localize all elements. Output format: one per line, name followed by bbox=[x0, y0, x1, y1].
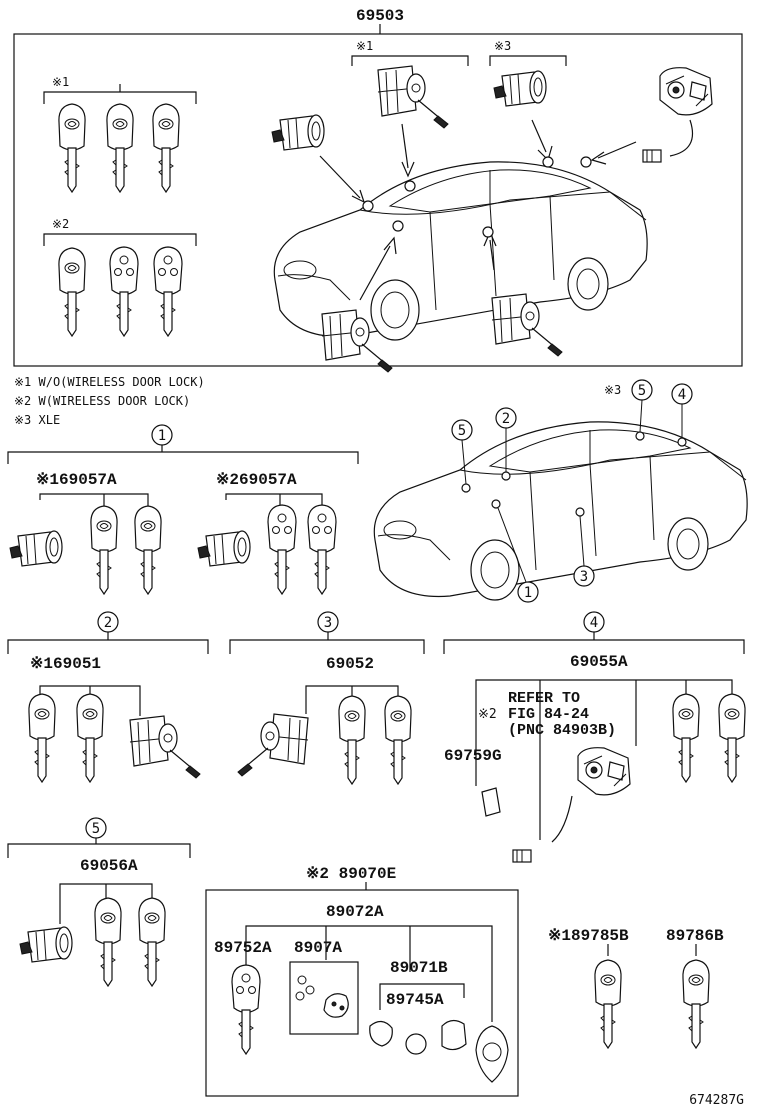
group-1-header: 1 bbox=[7, 424, 359, 464]
callout-4: 4 bbox=[671, 383, 693, 447]
button-set-icon bbox=[295, 975, 349, 1018]
part-number-69057A-w: ※269057A bbox=[216, 471, 297, 489]
svg-text:※3: ※3 bbox=[604, 383, 621, 397]
part-number-89072A: 89072A bbox=[326, 903, 384, 921]
connector-icon bbox=[512, 849, 532, 863]
refer-line-3: (PNC 84903B) bbox=[508, 722, 616, 739]
key-icon bbox=[718, 693, 746, 783]
key-icon bbox=[134, 505, 162, 595]
key-icon bbox=[682, 959, 710, 1049]
remote-key-icon bbox=[307, 504, 337, 595]
door-lock-cylinder-icon bbox=[237, 713, 309, 777]
ignition-switch-icon bbox=[659, 67, 713, 116]
key-icon bbox=[90, 505, 118, 595]
kit-frame bbox=[205, 889, 519, 1097]
svg-text:5: 5 bbox=[638, 383, 646, 399]
group-5-header: 5 bbox=[7, 817, 191, 858]
part-number-69056A: 69056A bbox=[80, 857, 138, 875]
svg-text:3: 3 bbox=[580, 569, 588, 585]
door-lock-cylinder-icon bbox=[491, 293, 563, 357]
part-number-89752A: 89752A bbox=[214, 939, 272, 957]
callout-5-xle: ※3 5 bbox=[604, 379, 653, 441]
note-wo-wireless: ※1 W/O(WIRELESS DOOR LOCK) bbox=[14, 375, 205, 389]
key-icon bbox=[138, 897, 166, 987]
key-icon bbox=[594, 959, 622, 1049]
part-number-69759G: 69759G bbox=[444, 747, 502, 765]
callout-2: 2 bbox=[495, 407, 517, 481]
cylinder-icon bbox=[9, 530, 63, 567]
callout-5: 5 bbox=[451, 419, 473, 493]
note-xle: ※3 XLE bbox=[14, 413, 60, 427]
cylinder-icon bbox=[19, 926, 73, 963]
cylinder-icon bbox=[197, 530, 251, 567]
svg-text:5: 5 bbox=[458, 423, 466, 439]
svg-text:2: 2 bbox=[104, 615, 112, 631]
mark1-label: ※1 bbox=[52, 75, 69, 89]
trunk-lock-cylinder-icon bbox=[493, 70, 547, 107]
key-icon bbox=[384, 695, 412, 785]
location-dots bbox=[362, 156, 592, 238]
part-number-69055A: 69055A bbox=[570, 653, 628, 671]
bracket-icon bbox=[481, 787, 501, 817]
car-body-locator-icon bbox=[373, 421, 748, 601]
part-number-89071B: 89071B bbox=[390, 959, 448, 977]
part-number-89786B: 89786B bbox=[666, 927, 724, 945]
battery-icon bbox=[405, 1033, 427, 1055]
location-arrows bbox=[319, 119, 637, 301]
svg-text:5: 5 bbox=[92, 821, 100, 837]
part-number-89070E: ※2 89070E bbox=[306, 865, 396, 883]
key-icon bbox=[672, 693, 700, 783]
assembly-part-number: 69503 bbox=[356, 7, 404, 25]
cover-icon bbox=[441, 1019, 467, 1051]
part-number-89745A: 89745A bbox=[386, 991, 444, 1009]
refer-line-1: REFER TO bbox=[508, 690, 580, 707]
group-3-header: 3 bbox=[229, 611, 425, 654]
remote-key-icon bbox=[267, 504, 297, 595]
door-lock-cylinder-icon bbox=[129, 715, 201, 779]
key-icon bbox=[152, 103, 180, 193]
group-2-header: 2 bbox=[7, 611, 209, 654]
note-w-wireless: ※2 W(WIRELESS DOOR LOCK) bbox=[14, 394, 190, 408]
svg-text:1: 1 bbox=[158, 428, 166, 444]
button-set-frame bbox=[289, 961, 359, 1035]
group-4-header: 4 bbox=[443, 611, 745, 654]
door-lock-cylinder-icon bbox=[377, 65, 449, 129]
svg-text:4: 4 bbox=[590, 615, 598, 631]
refer-line-2: FIG 84-24 bbox=[508, 706, 589, 723]
mark1-label: ※1 bbox=[356, 39, 373, 53]
part-number-69051: ※169051 bbox=[30, 655, 101, 673]
ignition-switch-icon bbox=[577, 747, 631, 796]
callout-1: 1 bbox=[491, 499, 539, 603]
svg-text:1: 1 bbox=[524, 585, 532, 601]
svg-text:2: 2 bbox=[502, 411, 510, 427]
transponder-board-icon bbox=[369, 1020, 393, 1047]
key-icon bbox=[28, 693, 56, 783]
part-number-89785B: ※189785B bbox=[548, 927, 629, 945]
key-case-icon bbox=[475, 1025, 509, 1083]
mark2-label: ※2 bbox=[478, 707, 497, 722]
assembly-frame bbox=[13, 33, 743, 367]
part-number-69057A-wo: ※169057A bbox=[36, 471, 117, 489]
key-icon bbox=[94, 897, 122, 987]
diagram-id: 674287G bbox=[689, 1093, 744, 1108]
svg-text:4: 4 bbox=[678, 387, 686, 403]
glove-box-cylinder-icon bbox=[271, 114, 325, 151]
key-icon bbox=[106, 103, 134, 193]
key-icon bbox=[338, 695, 366, 785]
mark2-label: ※2 bbox=[52, 217, 69, 231]
connector-icon bbox=[642, 149, 662, 163]
remote-key-icon bbox=[231, 964, 261, 1055]
key-icon bbox=[58, 103, 86, 193]
remote-key-icon bbox=[109, 246, 139, 337]
part-number-69052: 69052 bbox=[326, 655, 374, 673]
key-icon bbox=[58, 247, 86, 337]
svg-text:3: 3 bbox=[324, 615, 332, 631]
mark3-label: ※3 bbox=[494, 39, 511, 53]
callout-3: 3 bbox=[573, 507, 595, 587]
part-number-8907A: 8907A bbox=[294, 939, 342, 957]
key-icon bbox=[76, 693, 104, 783]
remote-key-icon bbox=[153, 246, 183, 337]
